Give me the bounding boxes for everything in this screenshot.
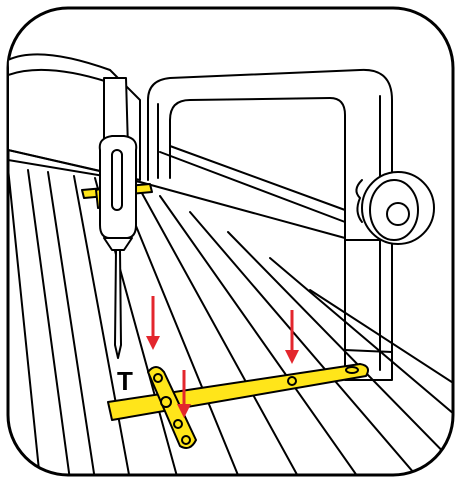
front-bracket — [107, 363, 369, 449]
screwdriver-icon — [98, 77, 138, 359]
down-arrow-icon — [146, 296, 160, 350]
table-top — [8, 159, 453, 475]
screw-label: T — [117, 366, 133, 396]
handwheel — [355, 171, 435, 245]
down-arrow-icon — [177, 370, 191, 418]
sewing-machine-head — [147, 68, 435, 381]
down-arrow-icon — [285, 310, 299, 364]
